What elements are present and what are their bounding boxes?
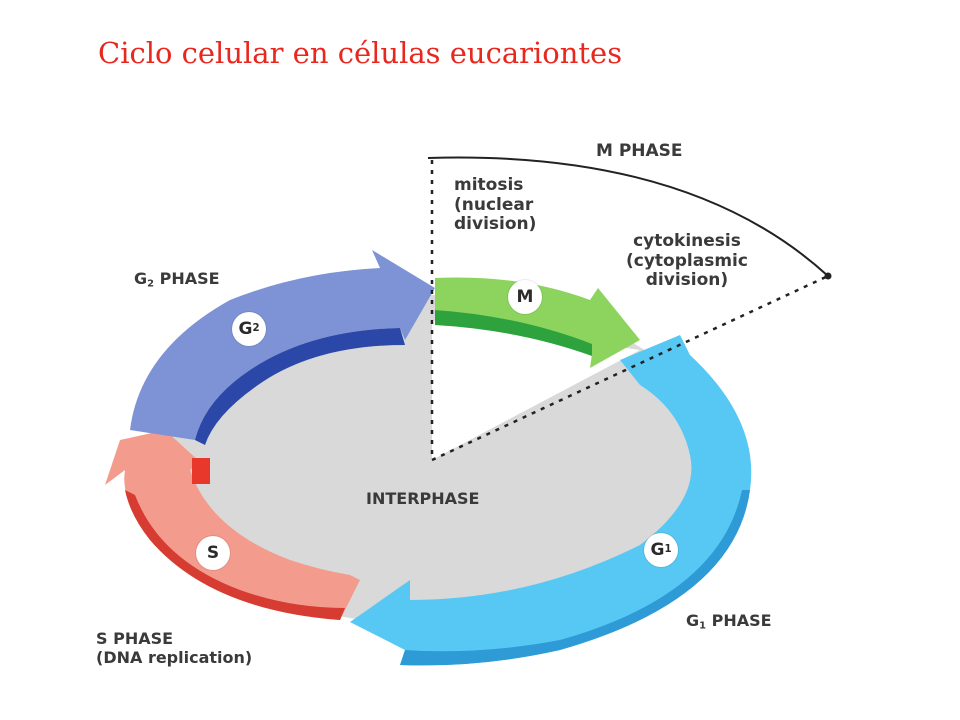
g2-badge-letter: G — [238, 319, 253, 339]
m-phase-sector — [432, 320, 640, 460]
g1-arrow — [350, 335, 752, 666]
g1-phase-label: G1 PHASE — [686, 611, 772, 632]
s-badge: S — [196, 536, 230, 570]
m-phase-label: M PHASE — [596, 141, 683, 161]
g2-phase-subscript: 2 — [147, 278, 155, 290]
cytokinesis-line-3: division) — [645, 270, 729, 291]
g1-phase-subscript: 1 — [699, 620, 707, 632]
s-arrow-notch — [192, 458, 210, 484]
g2-phase-word: PHASE — [154, 269, 220, 288]
page-title: Ciclo celular en células eucariontes — [98, 36, 623, 70]
mitosis-line-2: (nuclear — [454, 194, 534, 215]
interphase-label: INTERPHASE — [366, 489, 480, 508]
s-phase-line-1: S PHASE — [96, 629, 174, 648]
s-phase-label: S PHASE (DNA replication) — [96, 629, 253, 667]
g2-phase-letter: G — [134, 269, 148, 288]
m-phase-line-diagonal — [431, 274, 829, 462]
g1-phase-letter: G — [686, 611, 700, 630]
g2-arrow-edge — [195, 328, 405, 445]
cytokinesis-label: cytokinesis (cytoplasmic division) — [626, 231, 748, 291]
g2-arrow — [130, 250, 435, 440]
cytokinesis-line-1: cytokinesis — [633, 231, 741, 251]
s-badge-letter: S — [206, 543, 220, 563]
cytokinesis-line-2: (cytoplasmic — [626, 250, 748, 271]
g2-phase-label: G2 PHASE — [134, 269, 220, 290]
m-phase-arc-end — [824, 272, 832, 280]
m-phase-arc — [427, 156, 829, 277]
m-arrow-edge — [435, 310, 592, 356]
mitosis-line-3: division) — [454, 214, 537, 235]
g1-phase-word: PHASE — [706, 611, 772, 630]
mitosis-label: mitosis (nuclear division) — [454, 175, 537, 235]
s-arrow — [105, 430, 360, 620]
mitosis-line-1: mitosis — [454, 175, 524, 195]
g1-badge-letter: G — [650, 540, 665, 560]
m-badge-letter: M — [516, 287, 534, 307]
s-arrow-edge — [125, 490, 345, 620]
s-phase-line-2: (DNA replication) — [96, 647, 253, 667]
m-badge: M — [508, 280, 542, 314]
